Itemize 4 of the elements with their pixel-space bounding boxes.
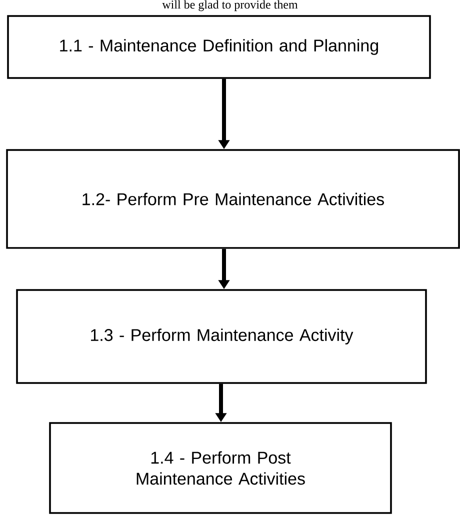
process-box: 1.3 - Perform Maintenance Activity — [16, 289, 427, 384]
process-box: 1.1 - Maintenance Definition and Planning — [7, 15, 431, 79]
process-box: 1.2- Perform Pre Maintenance Activities — [6, 149, 460, 249]
process-box: 1.4 - Perform Post Maintenance Activities — [49, 422, 392, 514]
